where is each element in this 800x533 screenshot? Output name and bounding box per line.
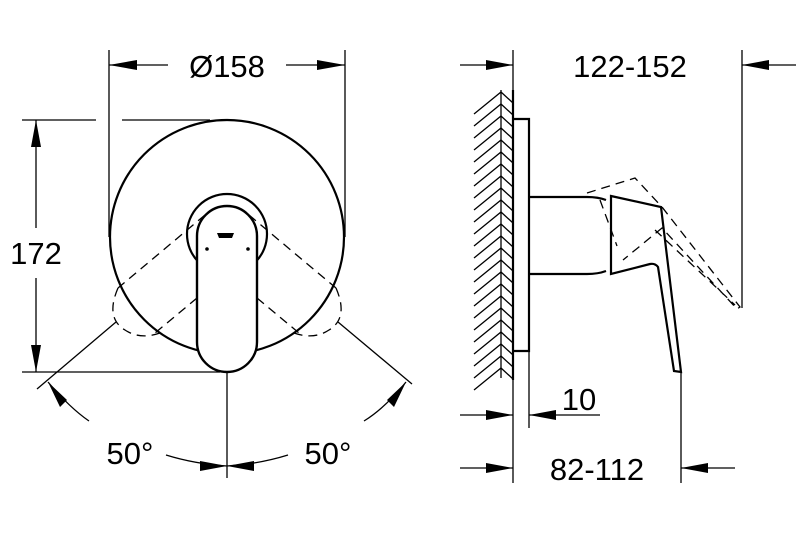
diameter-label: Ø158 [189,49,265,84]
dashed-lever-left [112,214,206,337]
angle-line-right [337,321,413,385]
valve-body [530,195,607,276]
dashed-lever-raised [586,177,741,310]
angle-left-label: 50° [107,436,154,471]
angle-right-label: 50° [305,436,352,471]
lever-side [609,194,683,374]
front-view: Ø158 172 50° 50° [10,49,413,478]
arrowhead [31,120,41,372]
handle-dot [246,247,250,251]
side-view: 122-152 10 82-112 [460,49,796,487]
plate-thickness-label: 10 [562,382,596,417]
hatch-line [473,367,514,391]
handle-lever [195,204,259,374]
lever-projection-label: 82-112 [550,452,644,487]
cover-plate-side [514,117,531,353]
height-label: 172 [10,236,62,271]
arrowhead [486,410,556,420]
handle-mark [217,233,234,238]
dashed-lever-right [248,214,342,337]
handle-dot [205,247,209,251]
wall-hatching [473,90,514,391]
angle-line-left [36,321,117,390]
arrowhead [109,60,345,70]
projection-label: 122-152 [573,49,687,84]
